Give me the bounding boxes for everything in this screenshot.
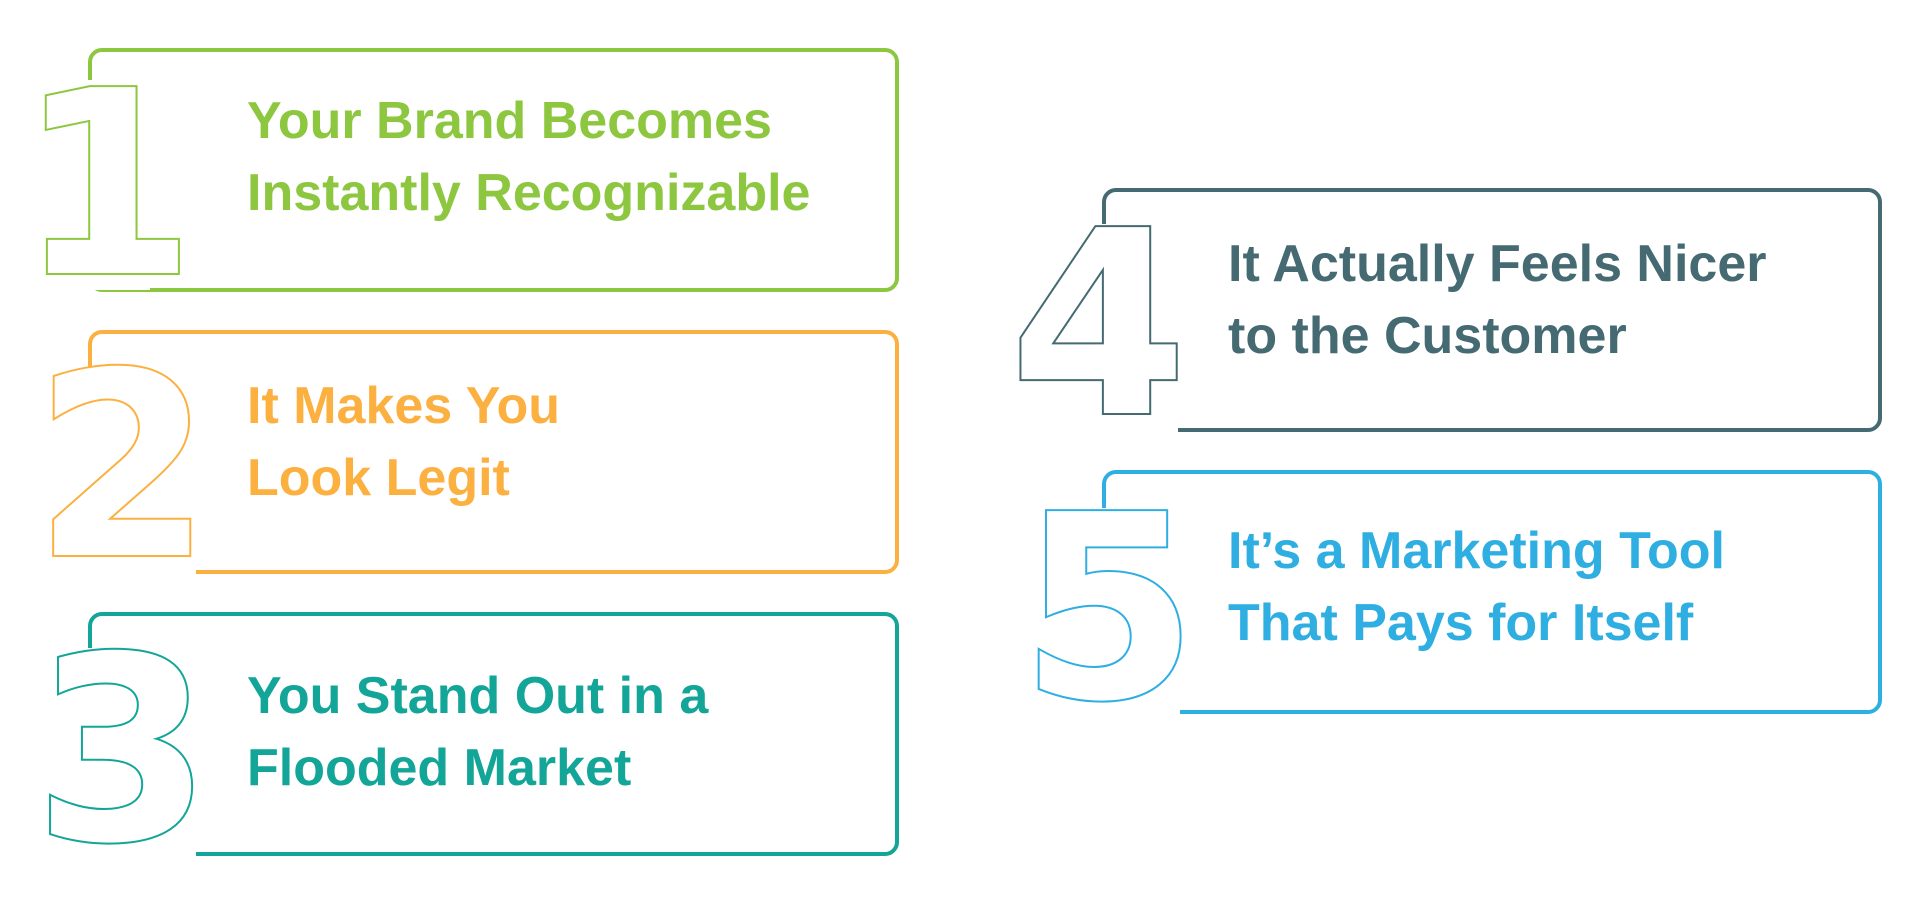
number-mask-4 <box>1010 224 1178 434</box>
reason-label-2-line1: It Makes You <box>247 377 561 435</box>
reason-number-2: 2 <box>32 319 213 616</box>
number-mask-1 <box>30 80 150 290</box>
number-mask-3 <box>36 648 196 860</box>
reason-label-5: It’s a Marketing Tool That Pays for Itse… <box>1228 515 1725 659</box>
reason-label-1: Your Brand Becomes Instantly Recognizabl… <box>247 85 810 229</box>
reason-number-3: 3 <box>32 603 213 900</box>
reason-label-1-line1: Your Brand Becomes <box>247 92 772 150</box>
number-mask-2 <box>36 368 196 578</box>
reason-number-5: 5 <box>1018 461 1199 758</box>
reason-label-2: It Makes You Look Legit <box>247 370 560 514</box>
reason-label-2-line2: Look Legit <box>247 449 510 507</box>
reason-label-5-line1: It’s a Marketing Tool <box>1228 522 1725 580</box>
reason-label-4-line1: It Actually Feels Nicer <box>1228 235 1767 293</box>
reason-number-1: 1 <box>16 37 197 334</box>
reason-label-4-line2: to the Customer <box>1228 307 1627 365</box>
reason-label-1-line2: Instantly Recognizable <box>247 164 811 222</box>
reason-label-3: You Stand Out in a Flooded Market <box>247 660 708 804</box>
reason-number-4: 4 <box>1008 177 1189 474</box>
number-mask-5 <box>1022 508 1180 718</box>
reason-label-3-line2: Flooded Market <box>247 739 632 797</box>
reason-label-3-line1: You Stand Out in a <box>247 667 709 725</box>
reason-label-5-line2: That Pays for Itself <box>1228 594 1694 652</box>
reason-label-4: It Actually Feels Nicer to the Customer <box>1228 228 1767 372</box>
